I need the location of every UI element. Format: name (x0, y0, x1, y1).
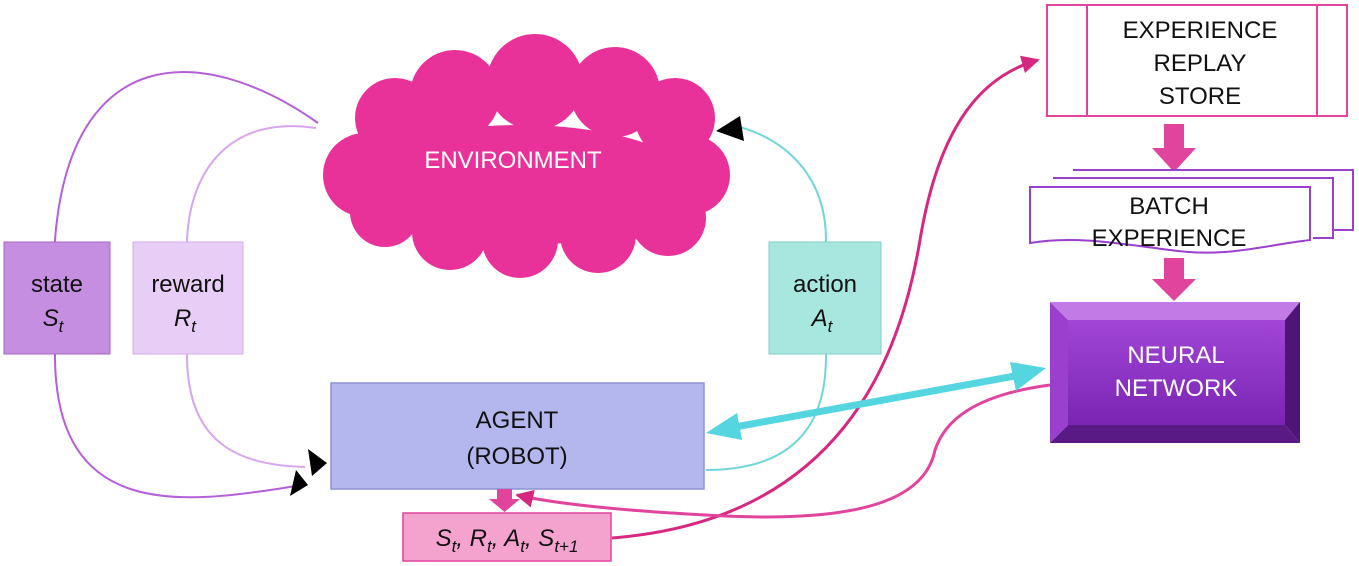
environment-cloud: ENVIRONMENT (323, 34, 730, 278)
agent-label-line2: (ROBOT) (466, 443, 567, 470)
action-arrowhead (716, 116, 744, 141)
batch-line1: BATCH (1129, 193, 1209, 220)
replay-store-line2: REPLAY (1154, 50, 1247, 77)
reward-symbol: Rt (174, 305, 197, 336)
agent-box: AGENT (ROBOT) (330, 382, 705, 490)
state-arrowhead (290, 470, 308, 496)
batch-to-network-arrow (1152, 258, 1196, 301)
agent-network-link (734, 372, 1016, 431)
neural-network-box: NEURAL NETWORK (1050, 302, 1300, 443)
reward-loop-line (186, 125, 317, 468)
agent-label-line1: AGENT (476, 407, 559, 434)
neural-net-line2: NETWORK (1115, 375, 1238, 402)
store-transition-arrow (611, 55, 1040, 540)
reward-word: reward (151, 271, 224, 298)
state-box: state St (3, 241, 111, 355)
action-symbol: At (810, 305, 834, 336)
agent-to-transition-arrow (489, 489, 520, 512)
transition-box: St, Rt, At, St+1 (402, 512, 612, 562)
replay-store-line3: STORE (1159, 83, 1241, 110)
state-word: state (31, 271, 83, 298)
action-box: action At (768, 241, 882, 355)
experience-replay-store: EXPERIENCE REPLAY STORE (1046, 4, 1348, 117)
environment-label: ENVIRONMENT (424, 147, 602, 174)
transition-tuple: St, Rt, At, St+1 (436, 525, 579, 556)
state-symbol: St (43, 305, 65, 336)
replay-store-line1: EXPERIENCE (1123, 17, 1278, 44)
store-to-batch-arrow (1152, 124, 1196, 172)
neural-net-line1: NEURAL (1127, 342, 1224, 369)
cyan-arrowhead-left (706, 413, 742, 440)
network-to-agent-arrow (515, 383, 1051, 519)
action-word: action (793, 271, 857, 298)
action-loop-line (705, 125, 827, 471)
reward-arrowhead (308, 449, 327, 476)
state-loop-line (54, 71, 319, 499)
reward-box: reward Rt (132, 241, 244, 355)
cyan-arrowhead-right (1010, 362, 1046, 391)
batch-experience (1029, 169, 1354, 254)
batch-line2: EXPERIENCE (1092, 225, 1247, 252)
